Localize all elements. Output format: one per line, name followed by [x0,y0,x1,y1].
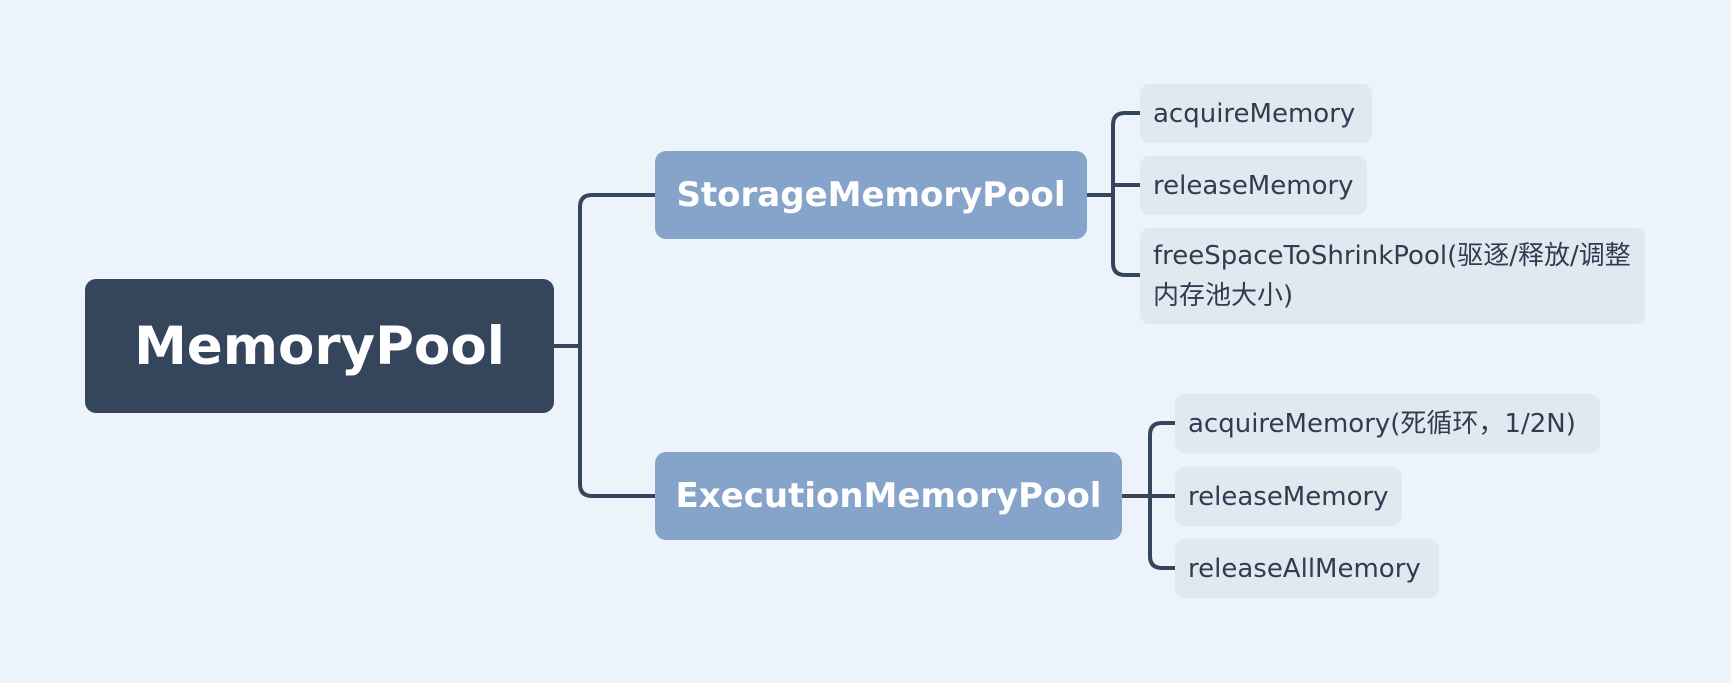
root-node-label: MemoryPool [134,315,505,377]
leaf-label: freeSpaceToShrinkPool(驱逐/释放/调整内存池大小) [1153,241,1631,311]
connector-execution-leaf-1 [1148,421,1177,498]
storage-acquire-memory-node[interactable]: acquireMemory [1140,84,1372,143]
storage-free-space-to-shrink-pool-node[interactable]: freeSpaceToShrinkPool(驱逐/释放/调整内存池大小) [1140,228,1645,324]
leaf-label: releaseMemory [1153,170,1354,201]
execution-acquire-memory-node[interactable]: acquireMemory(死循环，1/2N) [1175,394,1600,453]
root-node[interactable]: MemoryPool [85,279,554,413]
connector-storage-leaf-1 [1111,111,1142,197]
connector-storage-leaf-2 [1111,183,1142,197]
storage-memory-pool-node[interactable]: StorageMemoryPool [655,151,1087,239]
leaf-label: releaseAllMemory [1188,553,1421,584]
connector-execution-leaf-3 [1148,494,1177,570]
execution-release-memory-node[interactable]: releaseMemory [1175,467,1402,526]
storage-release-memory-node[interactable]: releaseMemory [1140,156,1367,215]
execution-memory-pool-node[interactable]: ExecutionMemoryPool [655,452,1122,540]
leaf-label: acquireMemory(死循环，1/2N) [1188,408,1576,439]
leaf-label: releaseMemory [1188,481,1389,512]
connector-root-execution [578,344,657,498]
execution-release-all-memory-node[interactable]: releaseAllMemory [1175,539,1439,598]
leaf-label: acquireMemory [1153,98,1356,129]
storage-memory-pool-label: StorageMemoryPool [676,175,1066,215]
connector-storage-leaf-3 [1111,193,1142,277]
execution-memory-pool-label: ExecutionMemoryPool [675,476,1102,516]
connector-root-storage [578,193,657,348]
